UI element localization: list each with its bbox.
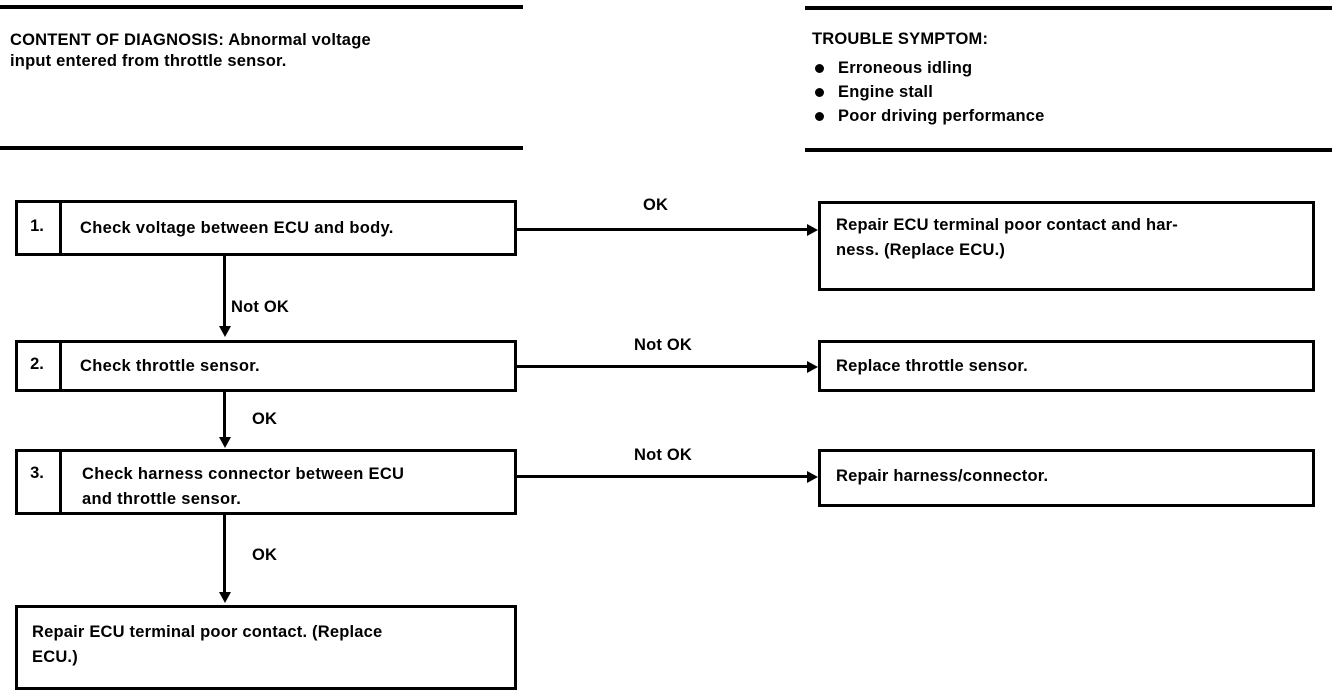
content-of-diagnosis-text: CONTENT OF DIAGNOSIS: Abnormal voltage i… [10,31,371,70]
trouble-symptom-title: TROUBLE SYMPTOM: [812,30,989,48]
step-box-2 [15,340,517,392]
list-item: Poor driving performance [812,104,1312,128]
header-rule-bottom-right [805,148,1332,152]
branch-line-2 [517,365,809,368]
list-item: Erroneous idling [812,56,1312,80]
result-box-3 [818,449,1315,507]
step-text-2: Check throttle sensor. [80,357,260,375]
branch-label-1: OK [643,196,669,214]
step-number-cell-3 [18,452,62,512]
step-number-cell-2 [18,343,62,389]
flow-label-1-2: Not OK [231,298,290,316]
branch-arrow-3 [807,471,818,483]
step-box-3 [15,449,517,515]
header-rule-top-right [805,6,1332,10]
header-rule-top-left [0,5,523,9]
branch-label-3: Not OK [634,446,693,464]
result-text-2: Replace throttle sensor. [836,357,1028,375]
step-number-3: 3. [30,464,44,482]
step-text-1: Check voltage between ECU and body. [80,219,394,237]
bullet-icon [815,112,824,121]
header-rule-bottom-left [0,146,523,150]
step-text-3: Check harness connector between ECU and … [82,465,405,508]
flow-arrow-2-3 [219,437,231,448]
step-number-cell-1 [18,203,62,253]
step-number-2: 2. [30,355,44,373]
branch-arrow-1 [807,224,818,236]
flow-label-2-3: OK [252,410,278,428]
result-text-1: Repair ECU terminal poor contact and har… [836,216,1178,259]
final-result-text: Repair ECU terminal poor contact. (Repla… [32,623,383,666]
flow-line-2-3 [223,392,226,442]
branch-arrow-2 [807,361,818,373]
branch-label-2: Not OK [634,336,693,354]
result-box-2 [818,340,1315,392]
list-item-label: Poor driving performance [838,107,1045,125]
branch-line-3 [517,475,809,478]
list-item-label: Erroneous idling [838,59,973,77]
final-result-box [15,605,517,690]
trouble-symptom-list: Erroneous idling Engine stall Poor drivi… [812,56,1312,128]
bullet-icon [815,64,824,73]
flow-label-3-final: OK [252,546,278,564]
step-box-1 [15,200,517,256]
list-item: Engine stall [812,80,1312,104]
flow-arrow-3-final [219,592,231,603]
flow-arrow-1-2 [219,326,231,337]
branch-line-1 [517,228,809,231]
result-box-1 [818,201,1315,291]
flow-line-3-final [223,515,226,597]
list-item-label: Engine stall [838,83,934,101]
step-number-1: 1. [30,217,44,235]
bullet-icon [815,88,824,97]
result-text-3: Repair harness/connector. [836,467,1049,485]
flow-line-1-2 [223,256,226,332]
